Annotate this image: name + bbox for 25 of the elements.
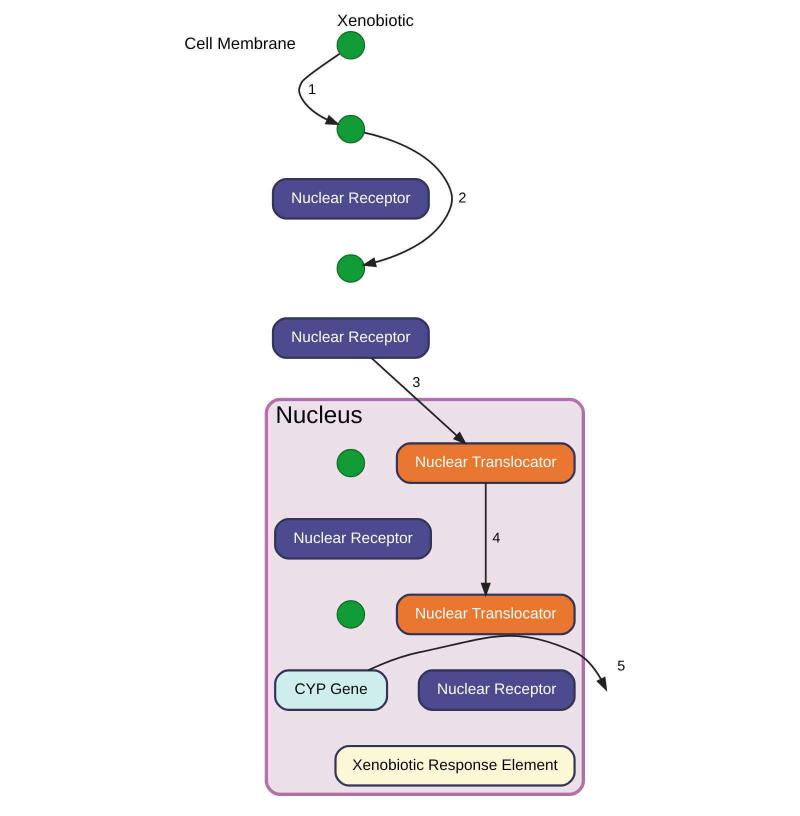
edge-label: 3: [412, 374, 420, 391]
node-box: Xenobiotic Response Element: [334, 744, 576, 787]
node-box: Nuclear Translocator: [395, 442, 576, 484]
node-circle: [336, 114, 365, 144]
arrow: [361, 132, 452, 268]
node-box: Nuclear Receptor: [271, 317, 430, 359]
edge-label: 5: [616, 658, 625, 674]
node-box: Nuclear Receptor: [274, 518, 432, 560]
arrow: [370, 357, 467, 445]
node-label: Xenobiotic: [336, 12, 414, 30]
node-box: Nuclear Receptor: [271, 178, 430, 220]
arrow: [367, 635, 607, 692]
node-box: Nuclear Translocator: [395, 594, 576, 636]
edge-label: 1: [308, 82, 316, 98]
node-box: CYP Gene: [274, 669, 388, 711]
arrow: [298, 53, 340, 126]
node-box: Nuclear Receptor: [417, 669, 576, 711]
node-circle: [336, 31, 365, 60]
edge-label: 4: [492, 530, 500, 547]
node-circle: [336, 448, 365, 478]
arrow: [480, 483, 490, 598]
edge-label: 2: [458, 190, 466, 207]
label: Cell Membrane: [184, 35, 296, 54]
node-circle: [336, 600, 365, 629]
node-circle: [336, 254, 365, 283]
